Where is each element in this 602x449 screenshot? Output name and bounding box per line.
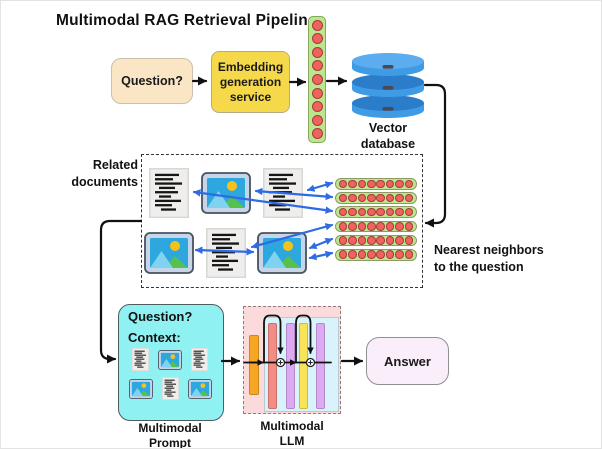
vector-cell: [338, 236, 348, 245]
vector-cell: [338, 207, 348, 217]
vector-cell: [395, 179, 404, 189]
page-title: Multimodal RAG Retrieval Pipeline: [56, 12, 317, 29]
vector-cell: [338, 193, 348, 203]
vector-cell: [376, 236, 385, 245]
vector-cell: [311, 46, 323, 58]
vector-cell: [348, 179, 357, 189]
vector-cell: [357, 179, 367, 189]
vector-cell: [376, 222, 385, 231]
prompt-question-label: Question?: [128, 309, 193, 324]
vector-cell: [357, 250, 367, 259]
neighbor-vector-pill: [335, 220, 417, 233]
vector-cell: [311, 128, 323, 140]
image-icon: [158, 349, 182, 370]
query-vector: [308, 16, 326, 143]
vector-cell: [404, 193, 413, 203]
neighbor-vector-pill: [335, 192, 417, 204]
vector-cell: [385, 193, 395, 203]
llm-layer-bar: [286, 323, 295, 409]
vector-cell: [395, 207, 404, 217]
vector-cell: [404, 179, 413, 189]
input-embedding-bar: [249, 335, 259, 395]
image-icon: [128, 378, 153, 399]
vector-cell: [395, 250, 404, 259]
document-icon: [263, 168, 303, 218]
vector-cell: [376, 250, 385, 259]
vector-cell: [348, 193, 357, 203]
vector-cell: [311, 87, 323, 99]
vector-cell: [367, 179, 376, 189]
related-documents-label: Related documents: [71, 158, 138, 189]
vector-cell: [338, 250, 348, 259]
vector-cell: [376, 179, 385, 189]
vector-cell: [348, 222, 357, 231]
vector-cell: [311, 73, 323, 85]
neighbor-vectors: [335, 178, 417, 261]
vector-cell: [395, 236, 404, 245]
vector-cell: [376, 207, 385, 217]
neighbor-vector-pill: [335, 206, 417, 218]
document-icon: [191, 348, 208, 371]
vector-cell: [357, 207, 367, 217]
vector-cell: [357, 236, 367, 245]
multimodal-llm-caption: Multimodal LLM: [260, 419, 324, 448]
vector-cell: [367, 222, 376, 231]
vector-cell: [404, 250, 413, 259]
vector-cell: [357, 193, 367, 203]
vector-cell: [367, 236, 376, 245]
llm-layer-bar: [316, 323, 325, 409]
neighbor-vector-pill: [335, 234, 417, 247]
embedding-service-label: Embedding generation service: [217, 59, 284, 104]
vector-cell: [385, 236, 395, 245]
document-icon: [149, 168, 189, 218]
vector-cell: [376, 193, 385, 203]
document-icon: [161, 377, 179, 400]
answer-label: Answer: [384, 353, 431, 369]
vector-cell: [311, 60, 323, 72]
vector-database-label: Vector database: [360, 121, 416, 151]
vector-cell: [395, 222, 404, 231]
answer-node: Answer: [366, 337, 449, 385]
vector-cell: [348, 236, 357, 245]
vector-cell: [367, 207, 376, 217]
image-icon: [187, 378, 212, 399]
image-icon: [201, 172, 251, 214]
document-icon: [132, 348, 149, 371]
image-icon: [144, 232, 194, 274]
multimodal-llm-node: [243, 306, 341, 414]
vector-cell: [338, 222, 348, 231]
vector-cell: [311, 19, 323, 31]
vector-database-icon: [351, 49, 425, 119]
vector-cell: [311, 114, 323, 126]
vector-cell: [404, 222, 413, 231]
llm-layer-bar: [299, 323, 308, 409]
vector-cell: [395, 193, 404, 203]
prompt-context-label: Context:: [128, 330, 181, 345]
vector-cell: [404, 207, 413, 217]
neighbor-vector-pill: [335, 248, 417, 261]
question-label: Question?: [121, 74, 183, 88]
nearest-neighbors-label: Nearest neighbors to the question: [434, 243, 544, 274]
vector-cell: [404, 236, 413, 245]
vector-cell: [348, 250, 357, 259]
llm-layer-bar: [268, 323, 277, 409]
image-icon: [257, 232, 307, 274]
vector-cell: [385, 222, 395, 231]
vector-cell: [348, 207, 357, 217]
vector-cell: [385, 250, 395, 259]
vector-cell: [385, 207, 395, 217]
vector-cell: [357, 222, 367, 231]
multimodal-prompt-caption: Multimodal Prompt: [138, 421, 202, 449]
neighbor-vector-pill: [335, 178, 417, 190]
vector-cell: [311, 33, 323, 45]
question-node: Question?: [111, 58, 193, 104]
vector-cell: [311, 101, 323, 113]
vector-cell: [367, 250, 376, 259]
prompt-content-icons: [126, 348, 214, 400]
vector-cell: [385, 179, 395, 189]
embedding-service-node: Embedding generation service: [211, 51, 290, 113]
vector-cell: [367, 193, 376, 203]
document-icon: [206, 228, 246, 278]
vector-cell: [338, 179, 348, 189]
